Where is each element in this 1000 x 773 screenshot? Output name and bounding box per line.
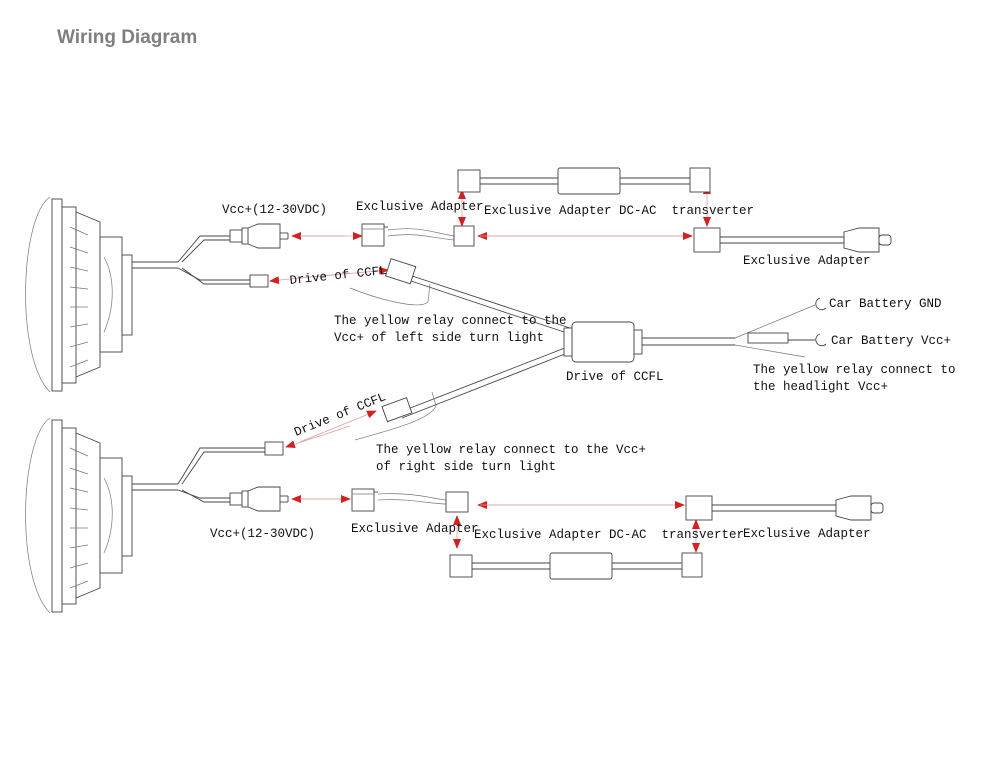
top-vcc-label: Vcc+(12-30VDC) xyxy=(222,203,327,217)
top-exclusive-adapter-plug xyxy=(693,227,892,253)
top-drive-ccfl-label: Drive of CCFL xyxy=(289,264,387,288)
bottom-exclusive-adapter-label: Exclusive Adapter xyxy=(351,522,479,536)
top-yellow-relay-line2: Vcc+ of left side turn light xyxy=(334,331,544,345)
ccfl-cables xyxy=(349,258,571,441)
bottom-headlamp xyxy=(25,417,133,614)
top-exclusive-adapter-right-label: Exclusive Adapter xyxy=(743,254,871,268)
top-dcac-transverter xyxy=(457,167,711,195)
bottom-harness xyxy=(132,441,289,512)
bottom-drive-ccfl-label: Drive of CCFL xyxy=(292,390,388,440)
bottom-dcac-label: Exclusive Adapter DC-AC transverter xyxy=(474,528,744,542)
bottom-dcac-transverter xyxy=(449,552,703,580)
headlight-relay-line1: The yellow relay connect to xyxy=(753,363,956,377)
car-battery-vcc-label: Car Battery Vcc+ xyxy=(831,334,951,348)
top-yellow-relay-line1: The yellow relay connect to the xyxy=(334,314,567,328)
bottom-yellow-relay-line2: of right side turn light xyxy=(376,460,556,474)
top-adapter xyxy=(361,223,475,247)
bottom-yellow-relay-line1: The yellow relay connect to the Vcc+ xyxy=(376,443,646,457)
bottom-adapter xyxy=(351,488,469,513)
top-harness xyxy=(132,223,289,288)
car-battery-gnd-label: Car Battery GND xyxy=(829,297,942,311)
headlight-relay-line2: the headlight Vcc+ xyxy=(753,380,888,394)
bottom-vcc-label: Vcc+(12-30VDC) xyxy=(210,527,315,541)
center-drive-ccfl-label: Drive of CCFL xyxy=(566,370,664,384)
top-dcac-label: Exclusive Adapter DC-AC transverter xyxy=(484,204,754,218)
ccfl-driver-box xyxy=(563,297,827,363)
top-headlamp xyxy=(25,196,133,393)
page-title: Wiring Diagram xyxy=(57,27,198,48)
top-arrows xyxy=(269,184,711,285)
bottom-arrows xyxy=(285,410,700,553)
bottom-exclusive-adapter-plug xyxy=(685,495,884,521)
top-exclusive-adapter-label: Exclusive Adapter xyxy=(356,200,484,214)
bottom-exclusive-adapter-right-label: Exclusive Adapter xyxy=(743,527,871,541)
